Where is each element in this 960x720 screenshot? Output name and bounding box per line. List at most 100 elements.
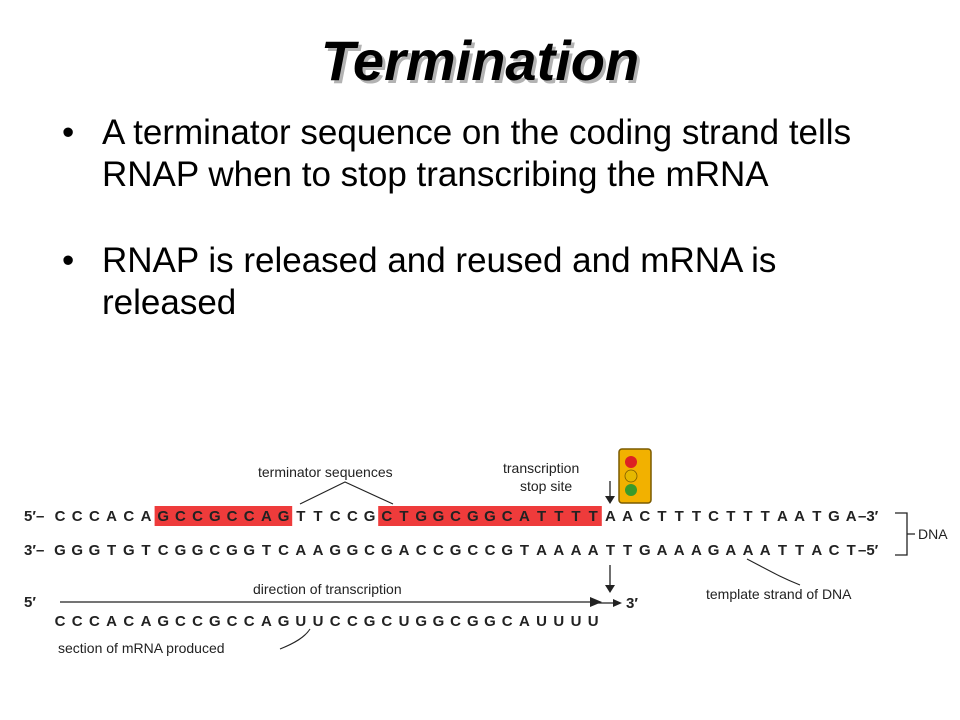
dna-label: DNA [918, 526, 948, 542]
nucleotide: G [381, 542, 393, 559]
nucleotide: G [364, 508, 376, 525]
nucleotide: G [192, 542, 204, 559]
nucleotide: A [571, 542, 582, 559]
nucleotide: A [760, 542, 771, 559]
nucleotide: C [72, 508, 83, 525]
template-strand-5prime: –5′ [858, 542, 879, 559]
nucleotide: T [399, 508, 408, 525]
nucleotide: U [553, 613, 564, 630]
bullet-list: • A terminator sequence on the coding st… [60, 112, 920, 324]
nucleotide: C [347, 613, 358, 630]
mrna-section-connector [279, 628, 311, 650]
nucleotide: T [313, 508, 322, 525]
nucleotide: U [399, 613, 410, 630]
nucleotide: G [484, 508, 496, 525]
nucleotide: T [606, 542, 615, 559]
bullet-dot: • [62, 113, 75, 152]
nucleotide: C [244, 613, 255, 630]
nucleotide: G [433, 613, 445, 630]
nucleotide: G [89, 542, 101, 559]
mrna-5prime: 5′ [24, 594, 36, 611]
nucleotide: A [846, 508, 857, 525]
dna-bracket [895, 512, 915, 556]
nucleotide: C [278, 542, 289, 559]
direction-arrowhead [590, 597, 602, 607]
nucleotide: A [313, 542, 324, 559]
nucleotide: G [467, 613, 479, 630]
nucleotide: A [519, 508, 530, 525]
nucleotide: C [123, 613, 134, 630]
template-strand-3prime: 3′– [24, 542, 44, 559]
nucleotide: T [107, 542, 116, 559]
nucleotide: U [295, 613, 306, 630]
nucleotide: A [657, 542, 668, 559]
nucleotide: T [726, 508, 735, 525]
nucleotide: G [175, 542, 187, 559]
terminator-connector [299, 481, 394, 505]
nucleotide: G [243, 542, 255, 559]
nucleotide: C [192, 508, 203, 525]
nucleotide: T [812, 508, 821, 525]
nucleotide: A [622, 508, 633, 525]
nucleotide: C [227, 613, 238, 630]
nucleotide: C [192, 613, 203, 630]
nucleotide: G [433, 508, 445, 525]
nucleotide: C [244, 508, 255, 525]
mrna-tail-arrowhead [613, 599, 622, 607]
nucleotide: C [72, 613, 83, 630]
nucleotide: C [381, 508, 392, 525]
nucleotide: G [278, 508, 290, 525]
nucleotide: C [381, 613, 392, 630]
nucleotide: C [485, 542, 496, 559]
nucleotide: C [416, 542, 427, 559]
nucleotide: T [571, 508, 580, 525]
nucleotide: G [415, 508, 427, 525]
nucleotide: C [347, 508, 358, 525]
nucleotide: G [329, 542, 341, 559]
nucleotide: C [364, 542, 375, 559]
nucleotide: C [158, 542, 169, 559]
nucleotide: T [847, 542, 856, 559]
nucleotide: C [227, 508, 238, 525]
nucleotide: U [588, 613, 599, 630]
nucleotide: G [639, 542, 651, 559]
stop-site-label-line1: transcription [503, 460, 579, 476]
nucleotide: C [330, 508, 341, 525]
slide-title: Termination [320, 29, 640, 92]
terminator-highlight-1 [154, 506, 293, 526]
nucleotide: G [278, 613, 290, 630]
nucleotide: T [692, 508, 701, 525]
traffic-light-icon [618, 448, 652, 504]
terminator-sequences-label: terminator sequences [258, 464, 393, 480]
nucleotide: A [743, 542, 754, 559]
nucleotide: C [89, 613, 100, 630]
nucleotide: A [519, 613, 530, 630]
nucleotide: A [588, 542, 599, 559]
nucleotide: A [605, 508, 616, 525]
nucleotide: T [623, 542, 632, 559]
nucleotide: G [501, 542, 513, 559]
nucleotide: U [571, 613, 582, 630]
nucleotide: U [313, 613, 324, 630]
nucleotide: T [675, 508, 684, 525]
nucleotide: C [55, 508, 66, 525]
nucleotide: C [433, 542, 444, 559]
nucleotide: C [450, 613, 461, 630]
nucleotide: G [347, 542, 359, 559]
nucleotide: T [520, 542, 529, 559]
nucleotide: G [415, 613, 427, 630]
nucleotide: G [484, 613, 496, 630]
nucleotide: A [141, 508, 152, 525]
nucleotide: C [502, 613, 513, 630]
nucleotide: A [553, 542, 564, 559]
bullet-text: A terminator sequence on the coding stra… [102, 113, 852, 194]
nucleotide: T [657, 508, 666, 525]
nucleotide: T [778, 542, 787, 559]
mrna-stop-arrowhead [605, 585, 615, 593]
nucleotide: T [296, 508, 305, 525]
nucleotide: T [761, 508, 770, 525]
nucleotide: C [450, 508, 461, 525]
nucleotide: G [364, 613, 376, 630]
nucleotide: G [450, 542, 462, 559]
